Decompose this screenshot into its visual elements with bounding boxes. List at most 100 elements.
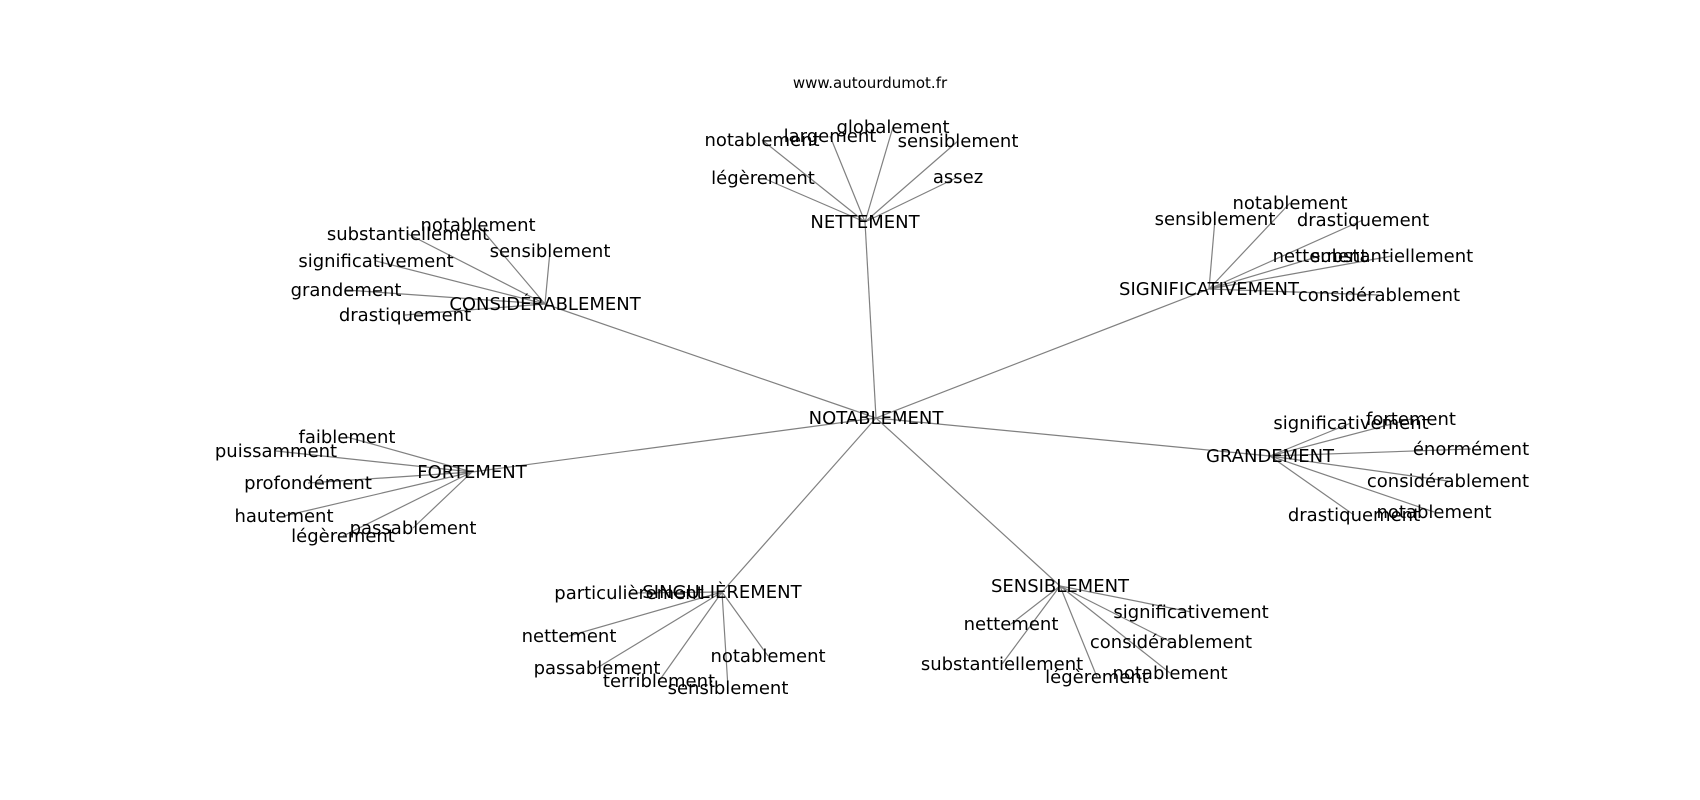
leaf-node-grandement-significativement[interactable]: significativement — [1273, 413, 1428, 434]
edge-considerablement-significativement — [375, 260, 546, 305]
edge-fortement-hautement — [283, 471, 473, 517]
edge-significativement-substantiellement — [1208, 255, 1393, 290]
edge-grandement-notablement — [1269, 455, 1435, 513]
edge-considerablement-grandement — [345, 289, 546, 305]
leaf-node-fortement-faiblement[interactable]: faiblement — [299, 427, 396, 448]
leaf-node-considerablement-substantiellement[interactable]: substantiellement — [327, 224, 489, 245]
edge-center-fortement — [471, 417, 877, 473]
edge-singulierement-particulierement — [628, 591, 723, 594]
edge-fortement-legerement — [342, 471, 473, 537]
leaf-node-singulierement-terriblement[interactable]: terriblement — [603, 671, 715, 692]
leaf-node-considerablement-notablement[interactable]: notablement — [420, 215, 535, 236]
edge-fortement-profondement — [307, 471, 473, 484]
leaf-node-fortement-legerement[interactable]: légèrement — [291, 526, 395, 547]
leaf-node-fortement-passablement[interactable]: passablement — [350, 518, 477, 539]
leaf-node-considerablement-sensiblement[interactable]: sensiblement — [490, 241, 611, 262]
edge-significativement-drastiquement — [1208, 219, 1364, 290]
edge-singulierement-passablement — [596, 591, 723, 669]
leaf-node-significativement-nettement[interactable]: nettement — [1273, 246, 1368, 267]
leaf-node-nettement-notablement[interactable]: notablement — [704, 130, 819, 151]
edge-considerablement-sensiblement — [544, 250, 551, 305]
leaf-node-significativement-drastiquement[interactable]: drastiquement — [1297, 210, 1429, 231]
edge-grandement-fortement — [1269, 418, 1412, 457]
leaf-node-grandement-drastiquement[interactable]: drastiquement — [1288, 505, 1420, 526]
edge-grandement-significativement — [1269, 422, 1352, 457]
leaf-node-fortement-profondement[interactable]: profondément — [244, 473, 372, 494]
leaf-node-sensiblement-legerement[interactable]: légèrement — [1045, 667, 1149, 688]
leaf-node-nettement-sensiblement[interactable]: sensiblement — [898, 131, 1019, 152]
cluster-node-singulierement[interactable]: SINGULIÈREMENT — [642, 581, 802, 603]
edges — [275, 126, 1472, 689]
edge-singulierement-nettement — [568, 591, 723, 637]
edge-singulierement-sensiblement — [721, 591, 729, 689]
leaf-node-nettement-assez[interactable]: assez — [933, 167, 983, 188]
edge-fortement-faiblement — [346, 436, 473, 473]
cluster-node-significativement[interactable]: SIGNIFICATIVEMENT — [1119, 279, 1300, 300]
edge-sensiblement-nettement — [1010, 585, 1061, 625]
leaf-node-considerablement-drastiquement[interactable]: drastiquement — [339, 305, 471, 326]
cluster-node-considerablement[interactable]: CONSIDÉRABLEMENT — [449, 293, 641, 315]
watermark: www.autourdumot.fr — [793, 74, 948, 92]
leaf-node-grandement-considerablement[interactable]: considérablement — [1367, 471, 1529, 492]
leaf-node-nettement-globalement[interactable]: globalement — [836, 117, 949, 138]
edge-grandement-drastiquement — [1269, 455, 1355, 516]
edge-significativement-sensiblement — [1208, 218, 1216, 290]
edge-center-sensiblement — [875, 417, 1061, 587]
edge-considerablement-substantiellement — [407, 233, 546, 305]
leaf-node-sensiblement-considerablement[interactable]: considérablement — [1090, 632, 1252, 653]
edge-center-nettement — [864, 221, 877, 419]
edge-sensiblement-significativement — [1059, 585, 1192, 613]
edge-center-singulierement — [721, 417, 877, 593]
edge-nettement-assez — [864, 176, 959, 223]
edge-grandement-enormement — [1269, 448, 1472, 457]
edge-nettement-globalement — [864, 126, 894, 223]
edge-considerablement-notablement — [477, 224, 546, 305]
leaf-node-singulierement-particulierement[interactable]: particulièrement — [554, 583, 703, 604]
cluster-node-nettement[interactable]: NETTEMENT — [810, 212, 920, 233]
leaf-node-significativement-considerablement[interactable]: considérablement — [1298, 285, 1460, 306]
edge-sensiblement-legerement — [1059, 585, 1098, 678]
edge-significativement-notablement — [1208, 202, 1291, 290]
leaf-node-grandement-notablement[interactable]: notablement — [1376, 502, 1491, 523]
leaf-node-fortement-hautement[interactable]: hautement — [234, 506, 333, 527]
leaf-node-considerablement-significativement[interactable]: significativement — [298, 251, 453, 272]
leaf-node-singulierement-notablement[interactable]: notablement — [710, 646, 825, 667]
cluster-node-grandement[interactable]: GRANDEMENT — [1206, 446, 1335, 467]
leaf-node-nettement-legerement[interactable]: légèrement — [711, 168, 815, 189]
edge-nettement-legerement — [762, 177, 866, 223]
edge-center-significativement — [875, 288, 1210, 419]
edge-significativement-nettement — [1208, 255, 1321, 290]
leaf-node-significativement-notablement[interactable]: notablement — [1232, 193, 1347, 214]
leaf-node-nettement-largement[interactable]: largement — [784, 126, 877, 147]
cluster-node-sensiblement[interactable]: SENSIBLEMENT — [991, 576, 1130, 597]
edge-considerablement-drastiquement — [404, 303, 546, 316]
edge-grandement-considerablement — [1269, 455, 1449, 482]
edge-singulierement-notablement — [721, 591, 769, 657]
leaf-node-singulierement-sensiblement[interactable]: sensiblement — [668, 678, 789, 699]
leaf-node-sensiblement-nettement[interactable]: nettement — [964, 614, 1059, 635]
leaf-node-sensiblement-substantiellement[interactable]: substantiellement — [921, 654, 1083, 675]
leaf-node-singulierement-passablement[interactable]: passablement — [534, 658, 661, 679]
leaf-node-considerablement-grandement[interactable]: grandement — [291, 280, 402, 301]
leaf-node-grandement-enormement[interactable]: énormément — [1413, 439, 1529, 460]
edge-sensiblement-substantiellement — [1001, 585, 1061, 665]
edge-fortement-puissamment — [275, 450, 473, 473]
leaf-node-sensiblement-notablement[interactable]: notablement — [1112, 663, 1227, 684]
edge-fortement-passablement — [412, 471, 473, 529]
leaf-node-sensiblement-significativement[interactable]: significativement — [1113, 602, 1268, 623]
edge-significativement-considerablement — [1208, 288, 1380, 296]
edge-singulierement-terriblement — [658, 591, 723, 682]
cluster-node-fortement[interactable]: FORTEMENT — [417, 462, 527, 483]
edge-nettement-sensiblement — [864, 140, 959, 223]
edge-nettement-notablement — [761, 139, 866, 223]
leaf-node-significativement-substantiellement[interactable]: substantiellement — [1311, 246, 1473, 267]
edge-sensiblement-notablement — [1059, 585, 1171, 674]
leaf-node-significativement-sensiblement[interactable]: sensiblement — [1155, 209, 1276, 230]
leaf-node-fortement-puissamment[interactable]: puissamment — [215, 441, 337, 462]
leaf-node-grandement-fortement[interactable]: fortement — [1366, 409, 1456, 430]
center-node-label[interactable]: NOTABLEMENT — [809, 408, 945, 429]
edge-center-considerablement — [544, 303, 877, 419]
leaf-node-singulierement-nettement[interactable]: nettement — [522, 626, 617, 647]
labels: NOTABLEMENTNETTEMENTnotablementlargement… — [215, 117, 1529, 699]
